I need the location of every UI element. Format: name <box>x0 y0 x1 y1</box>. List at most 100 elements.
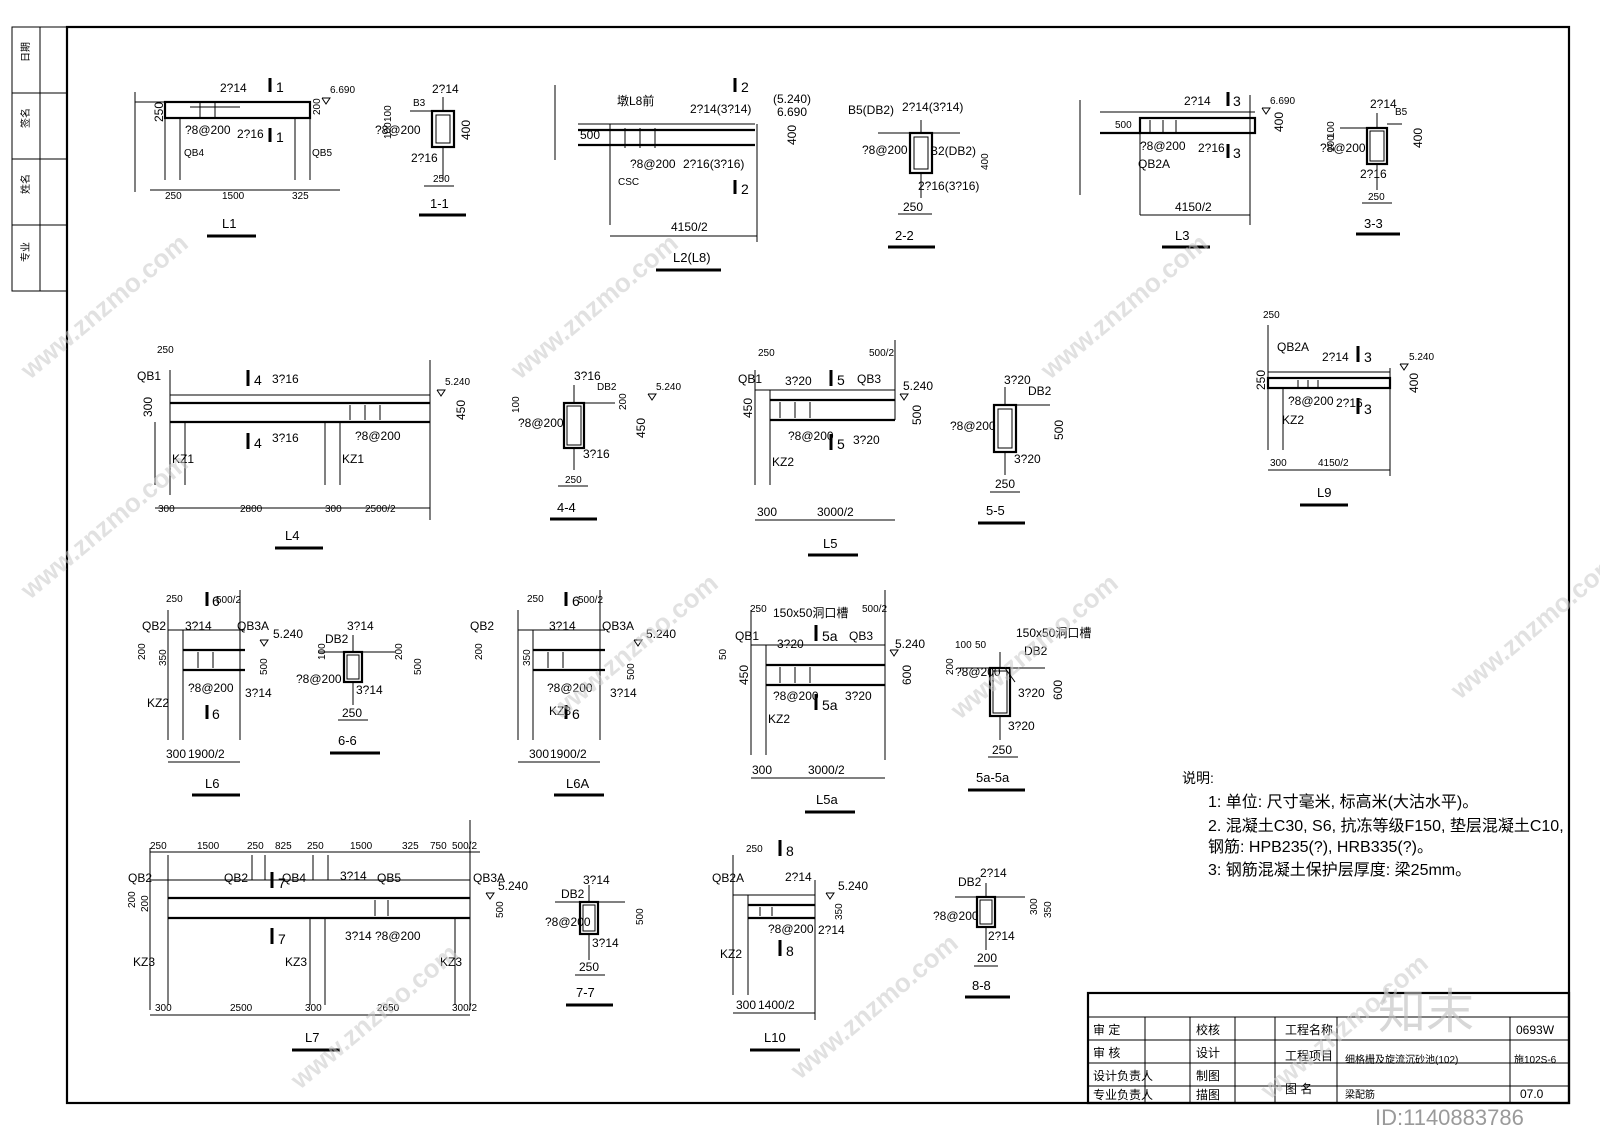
L4-title: L4 <box>285 528 299 543</box>
L9-d1: 300 <box>1270 458 1287 469</box>
L5-top: 3?20 <box>785 374 812 388</box>
S5-title: 5-5 <box>986 503 1005 518</box>
L7-kz2: KZ3 <box>285 955 307 969</box>
beam-L7: 7 7 3?14 3?14 ?8@200 QB2 QB2 QB4 QB5 QB3… <box>127 820 528 1052</box>
L3-w: 500 <box>1115 120 1132 131</box>
S5a-stir: ?8@200 <box>955 665 1001 679</box>
L7-dt7: 750 <box>430 841 447 852</box>
L2-bot: 2?16(3?16) <box>683 157 744 171</box>
notes: 说明: 1: 单位: 尺寸毫米, 标高米(大沽水平)。 2. 混凝土C30, S… <box>1182 770 1564 879</box>
L3-top: 2?14 <box>1184 94 1211 108</box>
S7-title: 7-7 <box>576 985 595 1000</box>
L1-bot-bar: 2?16 <box>237 127 264 141</box>
S4-db2: DB2 <box>597 382 617 393</box>
L9-h250: 250 <box>1254 370 1268 390</box>
section-3-3: 2?14 B5 ?8@200 2?16 100 100 400 250 3-3 <box>1320 97 1425 236</box>
wm-site-4: www.znzmo.com <box>544 568 724 726</box>
L1-dim-b: 1500 <box>222 191 245 202</box>
L5a-d1: 300 <box>752 763 772 777</box>
L6-stir: ?8@200 <box>188 681 234 695</box>
S1-title: 1-1 <box>430 196 449 211</box>
S3-w: 250 <box>1368 192 1385 203</box>
tb-r2c1: 审 核 <box>1093 1045 1120 1060</box>
L10-qb: QB2A <box>712 871 744 885</box>
L4-d250: 250 <box>157 345 174 356</box>
S1-top: 2?14 <box>432 82 459 96</box>
S5-h: 500 <box>1052 420 1066 440</box>
L6A-d500: 500/2 <box>578 595 603 606</box>
L7-dt0: 250 <box>150 841 167 852</box>
tb-r1c1: 审 定 <box>1093 1022 1120 1037</box>
L7-h200b: 200 <box>140 895 151 912</box>
L5a-h600: 600 <box>900 665 914 685</box>
L7-db3: 2650 <box>377 1003 400 1014</box>
S3-bot: 2?16 <box>1360 167 1387 181</box>
L10-kz: KZ2 <box>720 947 742 961</box>
L5a-bot: 3?20 <box>845 689 872 703</box>
L6-elev: 5.240 <box>273 627 303 641</box>
S6-top: 3?14 <box>347 619 374 633</box>
L9-elev: 5.240 <box>1409 352 1434 363</box>
section-4-4: 3?16 DB2 ?8@200 3?16 200 100 5.240 450 2… <box>511 369 681 521</box>
S2-w: 250 <box>903 200 923 214</box>
wm-site-7: www.znzmo.com <box>284 938 464 1096</box>
section-2-2: 2?14(3?14) B5(DB2) ?8@200 B2(DB2) 2?16(3… <box>848 100 991 249</box>
S6-stir: ?8@200 <box>296 672 342 686</box>
L6-qb2: QB2 <box>142 619 166 633</box>
L5-bot: 3?20 <box>853 433 880 447</box>
S5a-title: 5a-5a <box>976 770 1010 785</box>
L5a-groove: 150x50洞口槽 <box>773 606 848 620</box>
S5-stir: ?8@200 <box>950 419 996 433</box>
L1-dim-c: 325 <box>292 191 309 202</box>
tb-project-name-label: 工程名称 <box>1285 1022 1333 1037</box>
L7-qb2: QB2 <box>224 871 248 885</box>
L1-stirrup: ?8@200 <box>185 123 231 137</box>
S4-h100: 100 <box>511 396 522 413</box>
L6-mark-bot: 6 <box>212 706 220 722</box>
S5a-bot: 3?20 <box>1008 719 1035 733</box>
L7-stir: ?8@200 <box>375 929 421 943</box>
L5a-elev: 5.240 <box>895 637 925 651</box>
S2-b2: B2(DB2) <box>930 144 976 158</box>
L6-kz: KZ2 <box>147 696 169 710</box>
L5-d500: 500/2 <box>869 348 894 359</box>
S3-d100: 100 <box>1326 121 1337 138</box>
L3-stir: ?8@200 <box>1140 139 1186 153</box>
S5a-groove: 150x50洞口槽 <box>1016 626 1091 640</box>
S8-top: 2?14 <box>980 866 1007 880</box>
L5a-title: L5a <box>816 792 838 807</box>
L4-d1: 300 <box>158 504 175 515</box>
L9-mark-top: 3 <box>1364 349 1372 365</box>
S7-h: 500 <box>635 908 646 925</box>
L7-dt8: 500/2 <box>452 841 477 852</box>
S8-stir: ?8@200 <box>933 909 979 923</box>
L4-kz1: KZ1 <box>172 452 194 466</box>
L7-h500: 500 <box>495 901 506 918</box>
S6-w: 250 <box>342 706 362 720</box>
L2-elev2: 6.690 <box>777 105 807 119</box>
L2-top: 2?14(3?14) <box>690 102 751 116</box>
L10-bot: 2?14 <box>818 923 845 937</box>
L5-title: L5 <box>823 536 837 551</box>
L7-dt3: 825 <box>275 841 292 852</box>
L10-mark-top: 8 <box>786 843 794 859</box>
S3-h: 400 <box>1411 128 1425 148</box>
L2-mark-bot: 2 <box>741 181 749 197</box>
wm-logo: 知末 <box>1378 986 1474 1039</box>
beam-L2: 2 2 墩L8前 2?14(3?14) 500 ?8@200 2?16(3?16… <box>554 78 811 272</box>
S4-h200: 200 <box>618 393 629 410</box>
L7-kz1: KZ3 <box>133 955 155 969</box>
S7-bot: 3?14 <box>592 936 619 950</box>
L9-bot: 2?16 <box>1336 396 1363 410</box>
S1-bot: 2?16 <box>411 151 438 165</box>
L9-kz: KZ2 <box>1282 413 1304 427</box>
beam-L5a: 5a 5a 150x50洞口槽 3?20 3?20 ?8@200 QB1 QB3… <box>718 590 925 814</box>
L6-span: 1900/2 <box>188 747 225 761</box>
L6A-h350: 350 <box>522 649 533 666</box>
strip-sign: 签名 <box>19 108 32 128</box>
L2-title: L2(L8) <box>673 250 711 265</box>
L2-stir: ?8@200 <box>630 157 676 171</box>
L6-qb3: QB3A <box>237 619 269 633</box>
S8-bot: 2?14 <box>988 929 1015 943</box>
